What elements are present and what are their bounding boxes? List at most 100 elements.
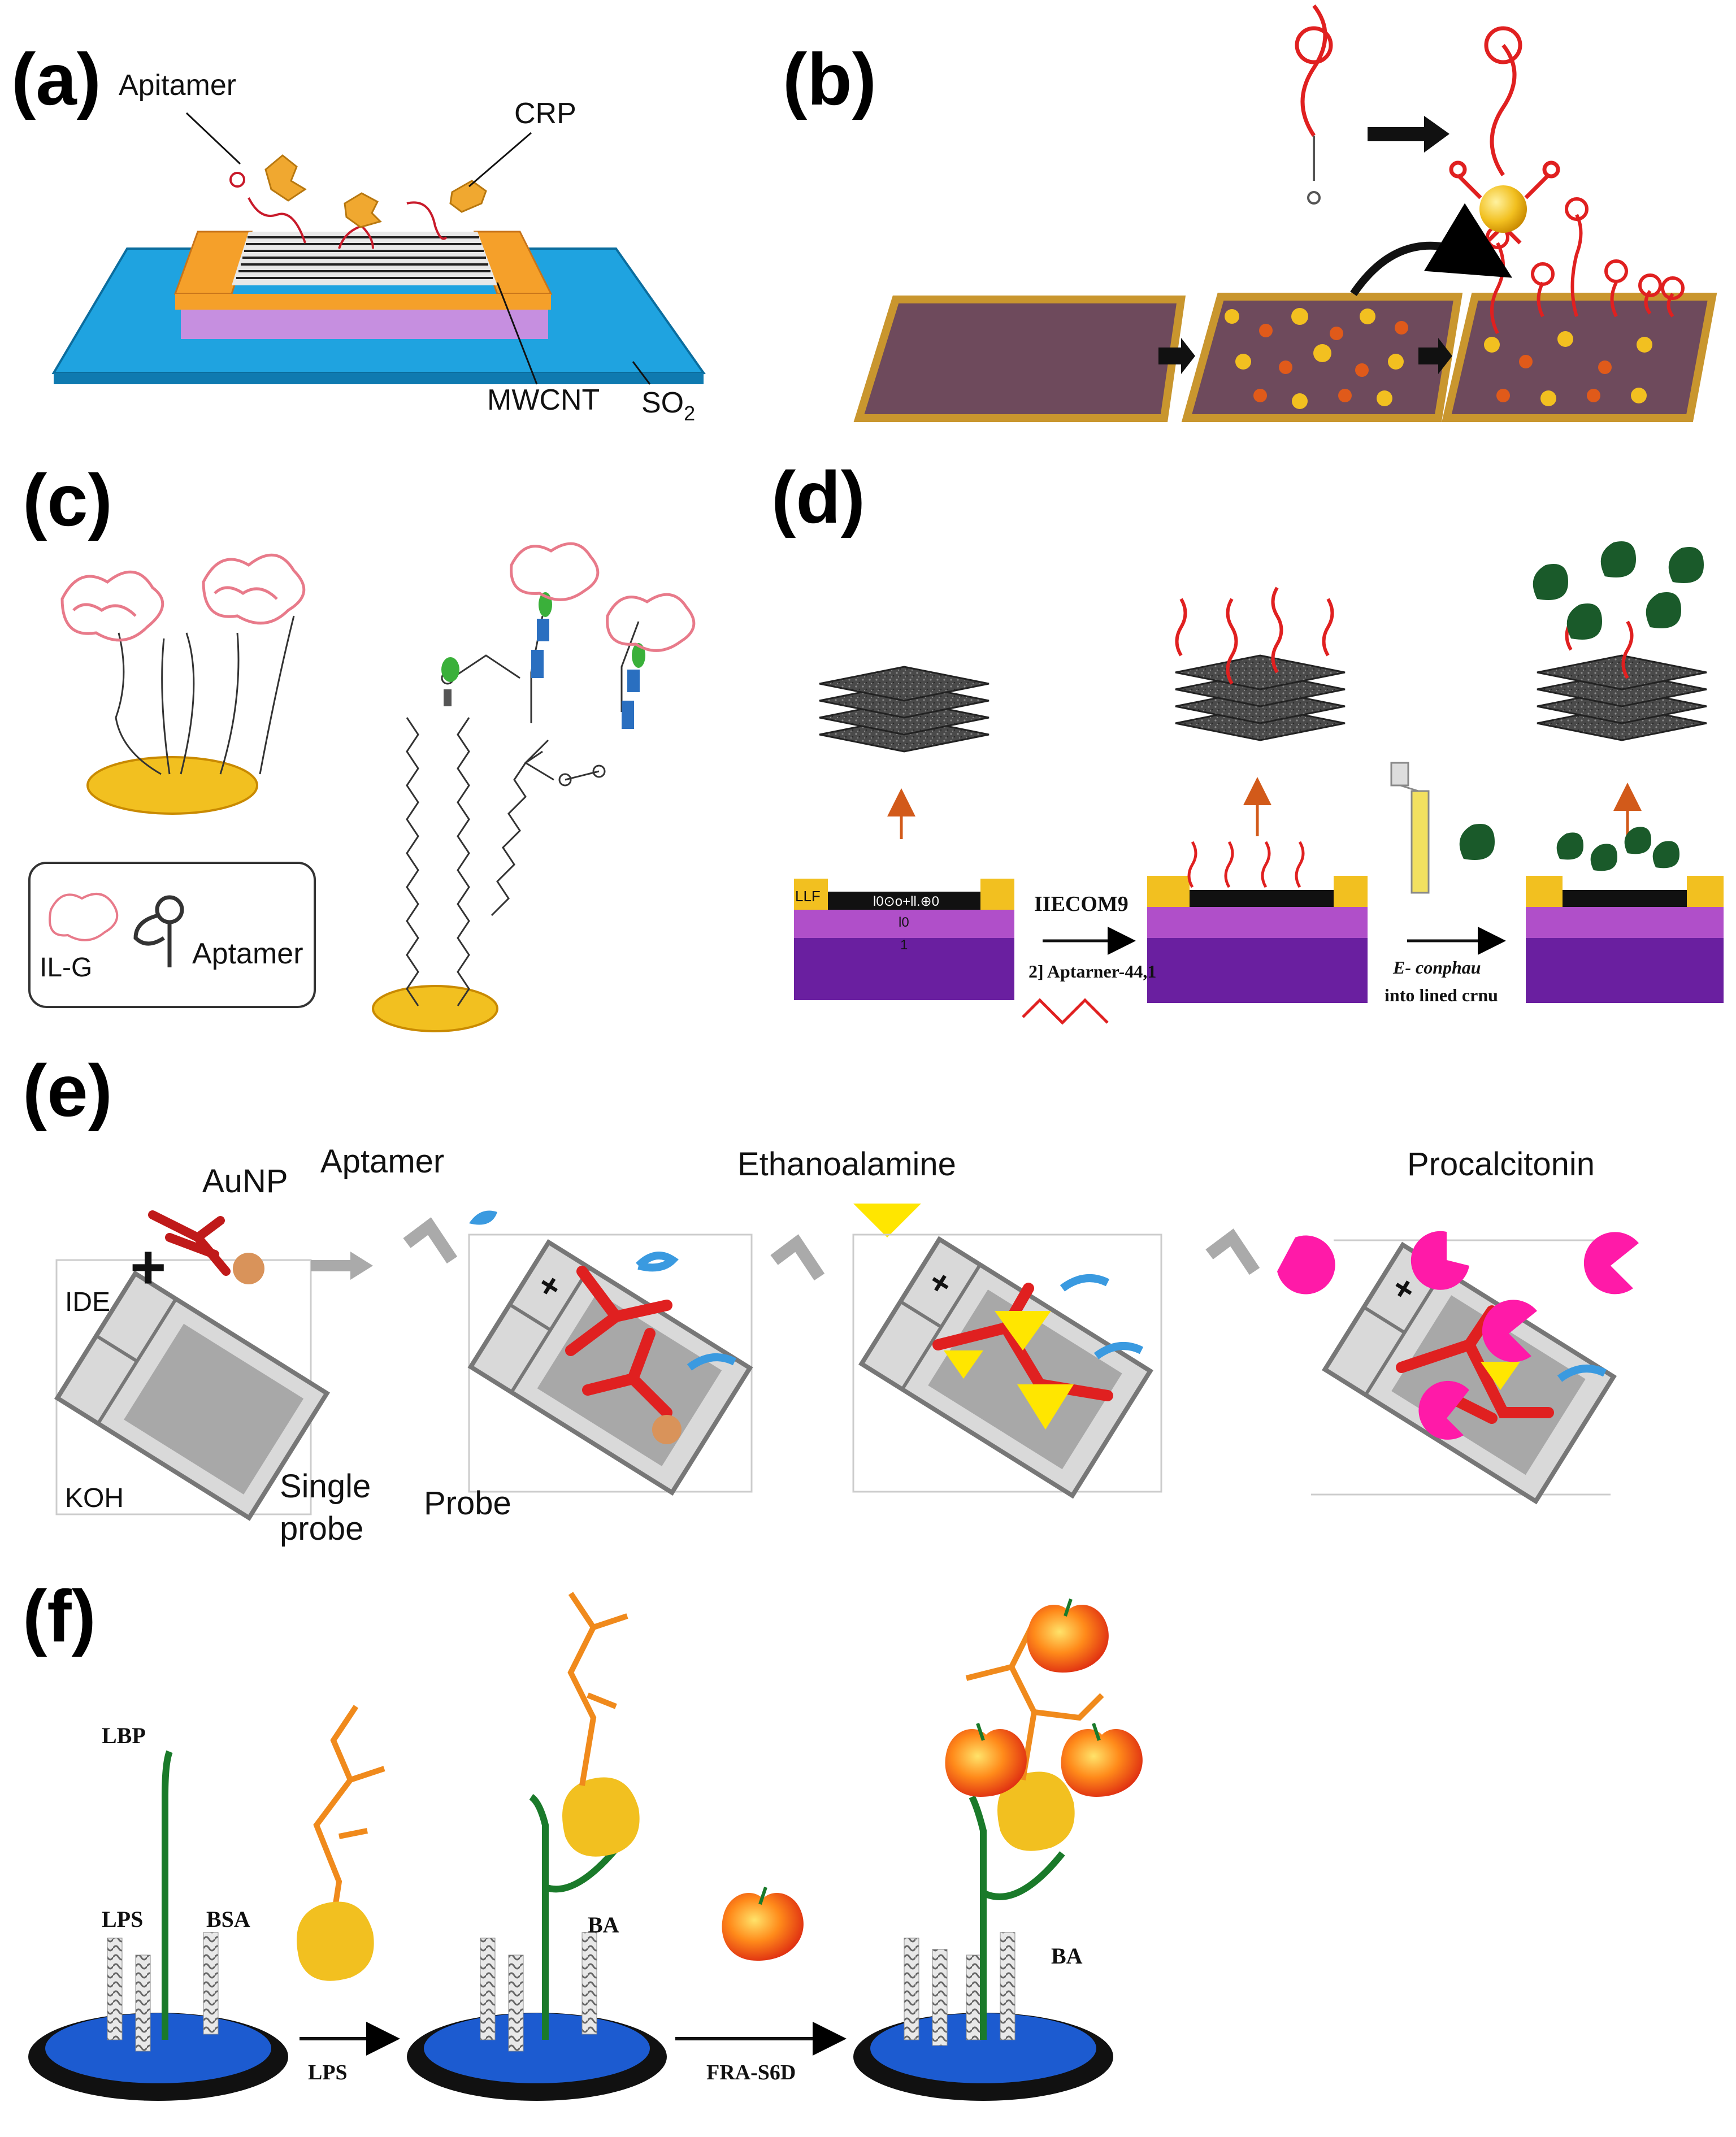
aptamer-e3b [1093, 1342, 1144, 1359]
spacers-2 [480, 1932, 597, 2052]
panel-e-tag: (e) [23, 1049, 112, 1132]
device-d3 [1526, 827, 1724, 1003]
ethanolamine-blocks [944, 1311, 1074, 1430]
legend-ilg: IL-G [40, 953, 92, 983]
gold-electrode-right [372, 985, 498, 1032]
device-d1-bar-text: l0⊙o+ll.⊕0 [873, 894, 939, 909]
ligand-bound-3-branch2 [965, 1664, 1013, 1681]
mwcnt-channel [232, 232, 497, 285]
disk-1 [45, 2013, 271, 2083]
ide-chip-2: + [467, 1239, 753, 1496]
label-single: Single [280, 1468, 371, 1505]
panel-a-tag: (a) [11, 38, 101, 120]
label-procalcitonin: Procalcitonin [1407, 1146, 1595, 1183]
aptamer-legend-icon [133, 895, 184, 967]
label-mwcnt: MWCNT [487, 384, 600, 416]
ilg-legend-icon [49, 893, 119, 941]
label-aptamer-a: Apitamer [119, 69, 236, 102]
spacers-3 [904, 1932, 1015, 2046]
vial-icon [1390, 762, 1430, 894]
gold-electrode-left [86, 756, 258, 815]
pad-functionalized [1442, 293, 1717, 422]
aptamer-strands-c-left [115, 615, 295, 775]
ligand-bound-3-branch [1034, 1693, 1104, 1721]
aunp-antibody [148, 1210, 231, 1276]
panel-c: (c) IL-G Aptamer [23, 459, 696, 1032]
aptamer-e2b [687, 1353, 737, 1371]
antibodies-e2 [565, 1266, 672, 1418]
ligand-free-branch [349, 1766, 385, 1783]
alkyl-chains [406, 615, 640, 1006]
apple-labels-bound [945, 1599, 1143, 1797]
arrow-b-top [1368, 116, 1449, 153]
panel-e: (e) AuNP Aptamer Ethanoalamine Procalcit… [23, 1049, 1639, 1547]
bent-arrow-e2 [770, 1234, 825, 1281]
panel-d-tag: (d) [771, 456, 865, 538]
label-ide: IDE [65, 1287, 110, 1317]
ligand-free-branch2 [338, 1828, 368, 1839]
ethanolamine-icon [853, 1204, 921, 1237]
ligand-bound-3 [1008, 1620, 1038, 1780]
ligand-bound-2 [567, 1592, 597, 1786]
protein-bound-2 [562, 1777, 640, 1857]
device-d1-tiny: l0 [899, 915, 909, 930]
crp-protein [264, 154, 487, 228]
panel-c-tag: (c) [23, 459, 112, 541]
device-d1: LLF l0⊙o+ll.⊕0 l0 1 [794, 879, 1014, 1000]
panel-f-tag: (f) [23, 1575, 96, 1657]
panel-a: (a) [11, 38, 706, 425]
graphene-stack-2 [1175, 654, 1346, 741]
label-aptamer-e: Aptamer [320, 1143, 444, 1180]
label-ethanoalamine: Ethanoalamine [737, 1146, 956, 1183]
apple-reagent [722, 1893, 804, 1961]
bent-arrow-e3 [1205, 1228, 1260, 1275]
aptamers-d [1175, 587, 1634, 685]
leader-aptamer [185, 112, 241, 165]
graphene-stack-3 [1537, 654, 1707, 741]
label-lps: LPS [102, 1906, 143, 1932]
free-target-d [1459, 824, 1495, 860]
substrate-edge [54, 373, 704, 384]
device-d1-llf: LLF [795, 888, 821, 905]
leader-mwcnt [496, 282, 538, 385]
device-d2 [1147, 841, 1368, 1003]
ligand-bound-2-branch2 [587, 1692, 617, 1709]
label-so2: SO2 [641, 386, 695, 425]
panel-b-tag: (b) [783, 38, 876, 120]
arrow-label-lps: LPS [308, 2061, 348, 2084]
legend-aptamer: Aptamer [192, 937, 303, 970]
ide-chip-1 [54, 1270, 331, 1521]
legend-box-c [28, 862, 316, 1008]
ilg-proteins-left [60, 553, 306, 642]
aptamer-squiggle-d [1022, 998, 1109, 1025]
step-label-1: IIECOM9 [1034, 892, 1129, 916]
label-ba-1: BA [588, 1912, 619, 1938]
arrow-b1 [1158, 338, 1195, 374]
electrode-base [175, 294, 551, 310]
ligand-bound-2-branch [592, 1613, 628, 1630]
apple-stem [758, 1887, 767, 1905]
label-probe-word: probe [280, 1510, 363, 1547]
ligand-free [313, 1705, 359, 1956]
targets-d-top [1533, 541, 1704, 640]
procalcitonin-molecules [1277, 1231, 1639, 1440]
bent-arrow-e1 [403, 1217, 458, 1264]
label-probe: Probe [424, 1485, 511, 1522]
arrow-label-fra: FRA-S6D [706, 2061, 796, 2084]
lbp-arm-3 [982, 1851, 1065, 1900]
label-lbp: LBP [102, 1723, 146, 1748]
protein-free [297, 1901, 374, 1981]
label-koh: KOH [65, 1483, 124, 1513]
disk-2 [424, 2013, 650, 2083]
aptamer-conjugate [1449, 26, 1560, 245]
step-label-3a: E- conphau [1392, 957, 1481, 978]
aptamer-e4 [1557, 1365, 1607, 1382]
arrow-b2 [1418, 338, 1452, 374]
lbp-strand-2 [529, 1794, 549, 2040]
frame-e2 [468, 1233, 753, 1493]
graphene-stack-1 [819, 666, 989, 753]
step-label-2: 2] Aptarner-44,1 [1028, 961, 1156, 981]
ilg-proteins-right [510, 542, 696, 652]
nanoparticles-right [1484, 331, 1652, 406]
label-bsa: BSA [206, 1906, 250, 1932]
